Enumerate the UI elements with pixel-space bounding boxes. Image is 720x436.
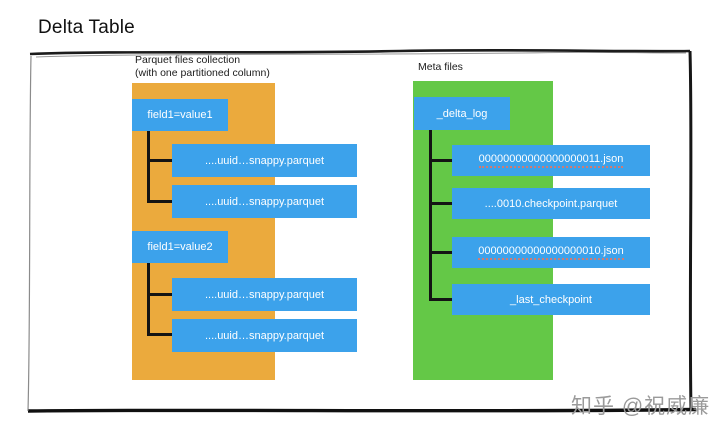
tree-line-branch bbox=[147, 333, 172, 336]
meta-file-node: _last_checkpoint bbox=[452, 284, 650, 315]
tree-line-branch bbox=[429, 159, 452, 162]
meta-group-label: Meta files bbox=[418, 61, 463, 73]
tree-line-branch bbox=[429, 202, 452, 205]
zhihu-watermark: 知乎 @祝威廉 bbox=[571, 395, 711, 418]
parquet-file-node: ....uuid…snappy.parquet bbox=[172, 278, 357, 311]
page-title: Delta Table bbox=[38, 17, 135, 38]
meta-file-node: 00000000000000000011.json bbox=[452, 145, 650, 176]
meta-file-node: 00000000000000000010.json bbox=[452, 237, 650, 268]
tree-line-vertical-partition2 bbox=[147, 263, 150, 336]
parquet-file-node: ....uuid…snappy.parquet bbox=[172, 185, 357, 218]
tree-line-branch bbox=[429, 251, 452, 254]
tree-line-branch bbox=[429, 298, 452, 301]
json-file-label: 00000000000000000010.json bbox=[478, 245, 624, 260]
parquet-file-node: ....uuid…snappy.parquet bbox=[172, 144, 357, 177]
tree-line-branch bbox=[147, 159, 172, 162]
partition-node-field1-value1: field1=value1 bbox=[132, 99, 228, 131]
tree-line-branch bbox=[147, 293, 172, 296]
parquet-file-node: ....uuid…snappy.parquet bbox=[172, 319, 357, 352]
delta-log-node: _delta_log bbox=[414, 97, 510, 130]
parquet-group-label: Parquet files collection (with one parti… bbox=[135, 54, 270, 80]
tree-line-vertical-partition1 bbox=[147, 131, 150, 203]
meta-file-node: ....0010.checkpoint.parquet bbox=[452, 188, 650, 219]
parquet-group-label-line1: Parquet files collection bbox=[135, 54, 241, 66]
meta-files-region bbox=[413, 81, 553, 380]
json-file-label: 00000000000000000011.json bbox=[478, 153, 624, 168]
partition-node-field1-value2: field1=value2 bbox=[132, 231, 228, 263]
parquet-group-label-line2: (with one partitioned column) bbox=[135, 67, 270, 79]
tree-line-branch bbox=[147, 200, 172, 203]
tree-line-vertical-deltalog bbox=[429, 130, 432, 301]
